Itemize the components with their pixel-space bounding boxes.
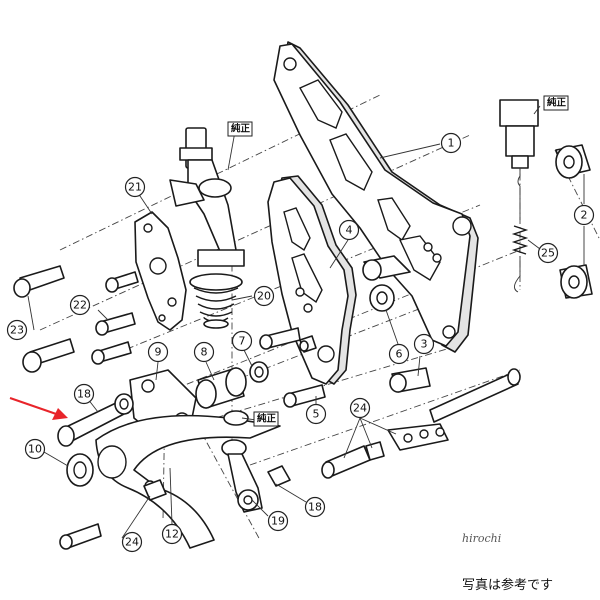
leader-lines: [27, 105, 585, 539]
svg-text:12: 12: [165, 528, 179, 541]
brake-switch-spring-part-25: [499, 99, 539, 293]
svg-text:25: 25: [541, 247, 555, 260]
svg-text:10: 10: [28, 443, 42, 456]
bracket-plate-part-21: [134, 211, 187, 331]
callout-24-right: 24: [349, 397, 371, 419]
main-plate-part-1: [273, 41, 479, 353]
svg-text:22: 22: [73, 299, 87, 312]
svg-text:純正: 純正: [547, 97, 567, 109]
genuine-note-cylinder: 純正: [227, 121, 253, 137]
svg-text:18: 18: [308, 501, 322, 514]
callout-23: 23: [6, 319, 28, 341]
callout-4: 4: [338, 219, 360, 241]
svg-text:8: 8: [201, 346, 208, 359]
callout-25: 25: [537, 242, 559, 264]
svg-text:2: 2: [581, 209, 588, 222]
callout-2: 2: [573, 204, 595, 226]
svg-text:20: 20: [257, 290, 271, 303]
callout-22: 22: [69, 294, 91, 316]
svg-text:純正: 純正: [257, 413, 277, 425]
callout-21: 21: [124, 176, 146, 198]
svg-text:23: 23: [10, 324, 24, 337]
collars-part-2: [555, 144, 593, 299]
svg-text:3: 3: [421, 338, 428, 351]
callout-10: 10: [24, 438, 46, 460]
locknut-part-10: [66, 453, 94, 487]
callout-19: 19: [267, 510, 289, 532]
callout-7: 7: [231, 330, 253, 352]
callout-18-right: 18: [304, 496, 326, 518]
svg-text:7: 7: [239, 335, 246, 348]
spring-boot-part-20: [189, 273, 243, 329]
svg-text:純正: 純正: [231, 123, 251, 135]
bushings-part-7-8: [195, 361, 269, 409]
callout-20: 20: [253, 285, 275, 307]
svg-text:24: 24: [125, 536, 139, 549]
callout-3: 3: [413, 333, 435, 355]
pedal-arm-part-12: [95, 414, 281, 549]
svg-text:5: 5: [313, 408, 320, 421]
callout-9: 9: [147, 341, 169, 363]
svg-text:6: 6: [396, 348, 403, 361]
callout-1: 1: [440, 132, 462, 154]
svg-text:4: 4: [346, 224, 353, 237]
bolts-group: [13, 265, 326, 408]
highlight-arrow: [9, 397, 68, 420]
genuine-note-rod-end: 純正: [253, 411, 279, 427]
callout-8: 8: [193, 341, 215, 363]
genuine-note-switch: 純正: [543, 95, 569, 111]
svg-text:9: 9: [155, 346, 162, 359]
svg-text:18: 18: [77, 388, 91, 401]
linkage-rod-part-24: [59, 368, 521, 550]
collars-part-6-3: [362, 255, 431, 393]
reference-photo-note: 写真は参考です: [462, 578, 554, 593]
master-cylinder: [169, 127, 245, 267]
svg-text:1: 1: [448, 137, 455, 150]
svg-text:19: 19: [271, 515, 285, 528]
callout-18-left: 18: [73, 383, 95, 405]
callout-6: 6: [388, 343, 410, 365]
svg-text:21: 21: [128, 181, 142, 194]
callout-12: 12: [161, 523, 183, 545]
svg-text:24: 24: [353, 402, 367, 415]
bolt-washer-part-18: [57, 393, 134, 447]
watermark-text: hirochi: [462, 532, 502, 545]
callout-24-bottom: 24: [121, 531, 143, 553]
callout-5: 5: [305, 403, 327, 425]
secondary-plate-part-4: [267, 175, 357, 385]
